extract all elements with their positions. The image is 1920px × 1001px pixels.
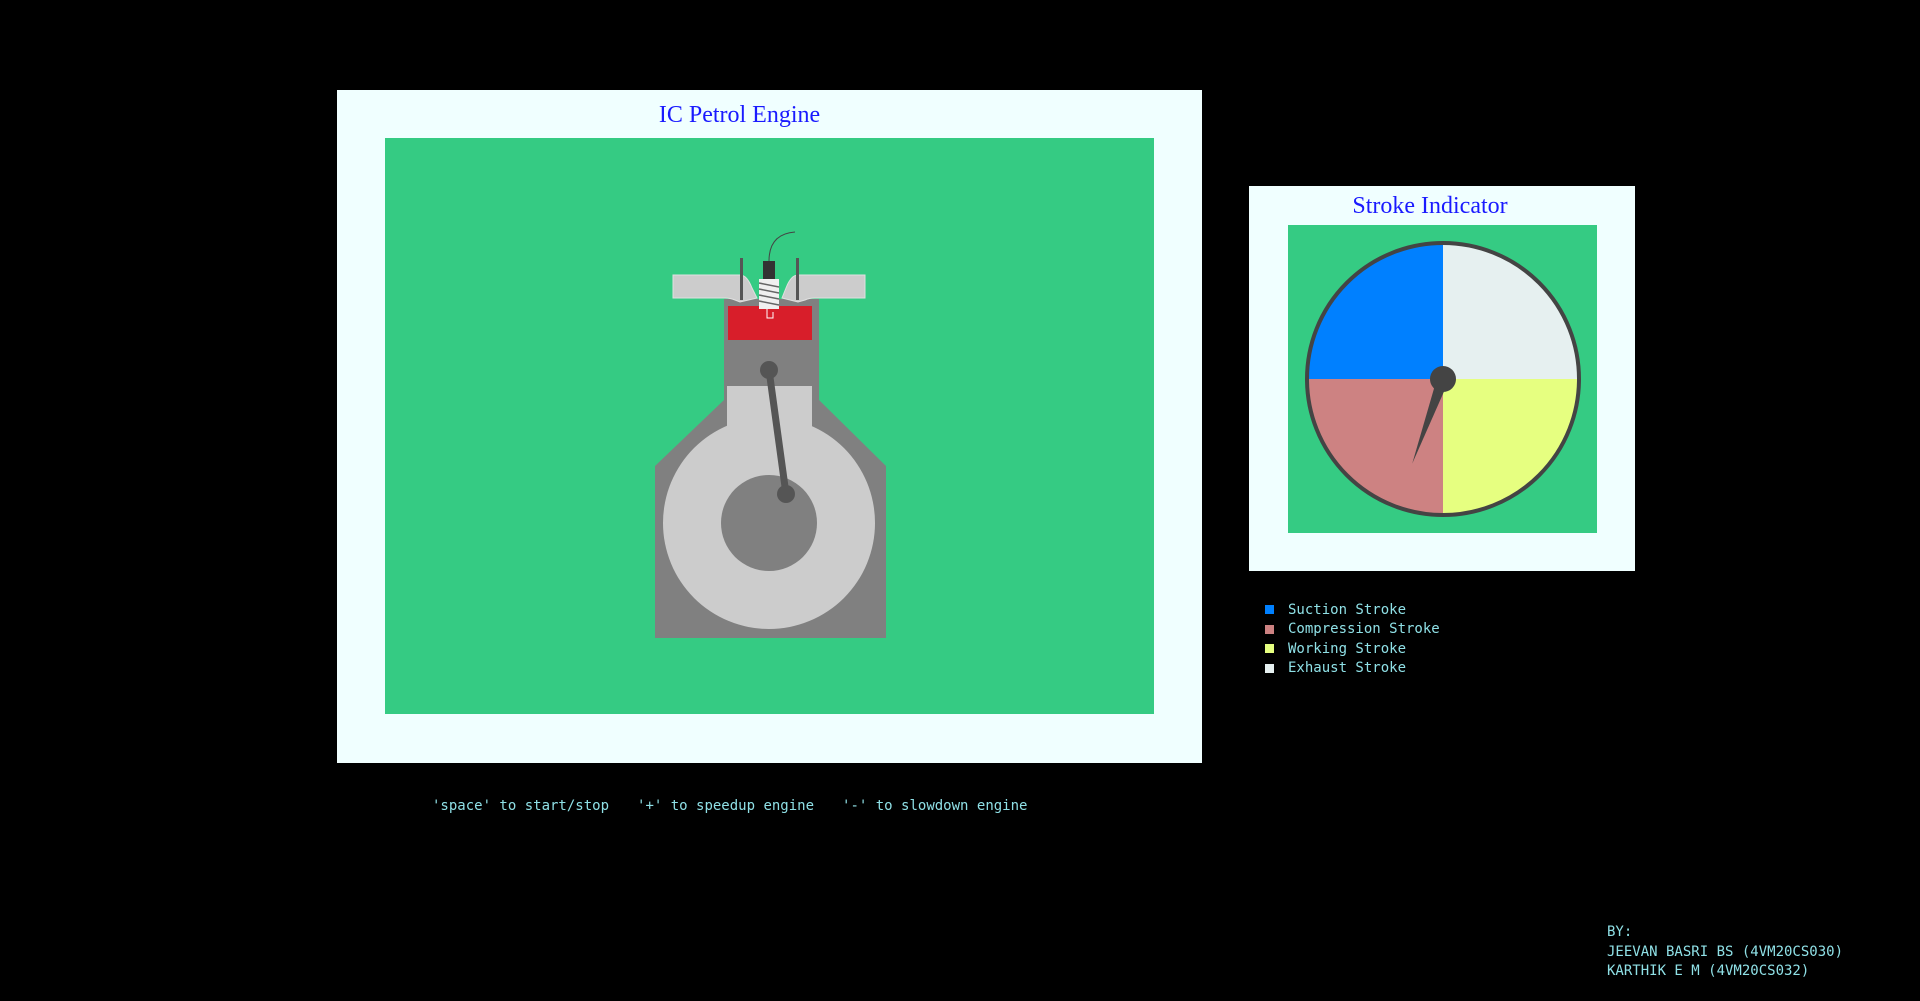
legend-swatch-working — [1265, 644, 1274, 654]
gauge-needle — [1412, 376, 1449, 464]
stroke-indicator-title: Stroke Indicator — [1352, 193, 1508, 219]
engine-drawing — [655, 231, 886, 638]
connecting-rod — [765, 366, 790, 498]
crank-pin — [777, 485, 795, 503]
legend-label: Working Stroke — [1288, 640, 1407, 657]
intake-valve-stem — [740, 258, 743, 300]
credits-heading: BY: — [1607, 924, 1633, 940]
control-hint-slowdown: '-' to slowdown engine — [842, 798, 1028, 814]
legend-label: Suction Stroke — [1288, 601, 1407, 618]
legend-swatch-suction — [1265, 605, 1274, 615]
gauge-quadrant-working — [1443, 379, 1579, 515]
legend-swatch-exhaust — [1265, 663, 1274, 673]
spark-plug-thread — [758, 282, 780, 306]
control-hint-start-stop: 'space' to start/stop — [432, 798, 610, 814]
exhaust-valve-stem — [796, 258, 799, 300]
control-hint-speedup: '+' to speedup engine — [637, 798, 815, 814]
spark-plug-electrode — [766, 309, 774, 319]
legend-label: Compression Stroke — [1288, 621, 1440, 638]
legend-label: Exhaust Stroke — [1288, 660, 1407, 677]
credits: BY: JEEVAN BASRI BS (4VM20CS030) KARTHIK E… — [1607, 923, 1843, 982]
credits-author-2: KARTHIK E M (4VM20CS032) — [1607, 963, 1810, 979]
stroke-indicator-viewport — [1288, 225, 1597, 533]
engine-panel-title: IC Petrol Engine — [658, 102, 821, 128]
legend-item-exhaust: Exhaust Stroke — [1265, 659, 1440, 679]
gauge-ring — [1305, 241, 1581, 517]
credits-author-1: JEEVAN BASRI BS (4VM20CS030) — [1607, 943, 1844, 960]
gauge-quadrant-suction — [1307, 243, 1443, 379]
gauge-quadrant-exhaust — [1443, 243, 1579, 379]
engine-viewport[interactable] — [385, 138, 1154, 714]
legend-swatch-compression — [1265, 624, 1274, 634]
legend-item-working: Working Stroke — [1265, 639, 1440, 659]
intake-manifold — [672, 274, 758, 303]
keyboard-controls-hint: 'space' to start/stop '+' to speedup engi… — [432, 798, 1055, 814]
stroke-indicator-panel: Stroke Indicator — [1249, 186, 1635, 571]
gauge-quadrant-compression — [1307, 379, 1443, 515]
crank-disc — [721, 475, 817, 571]
piston-pin — [760, 361, 778, 379]
combustion-chamber — [728, 306, 812, 340]
engine-panel: IC Petrol Engine — [337, 90, 1202, 763]
stroke-legend: Suction Stroke Compression Stroke Workin… — [1265, 600, 1440, 678]
legend-item-compression: Compression Stroke — [1265, 620, 1440, 640]
exhaust-manifold — [781, 274, 866, 303]
ignition-wire — [768, 231, 796, 262]
gauge-hub — [1430, 366, 1456, 392]
legend-item-suction: Suction Stroke — [1265, 600, 1440, 620]
stroke-gauge — [1305, 241, 1581, 517]
spark-plug-cap — [763, 261, 775, 279]
